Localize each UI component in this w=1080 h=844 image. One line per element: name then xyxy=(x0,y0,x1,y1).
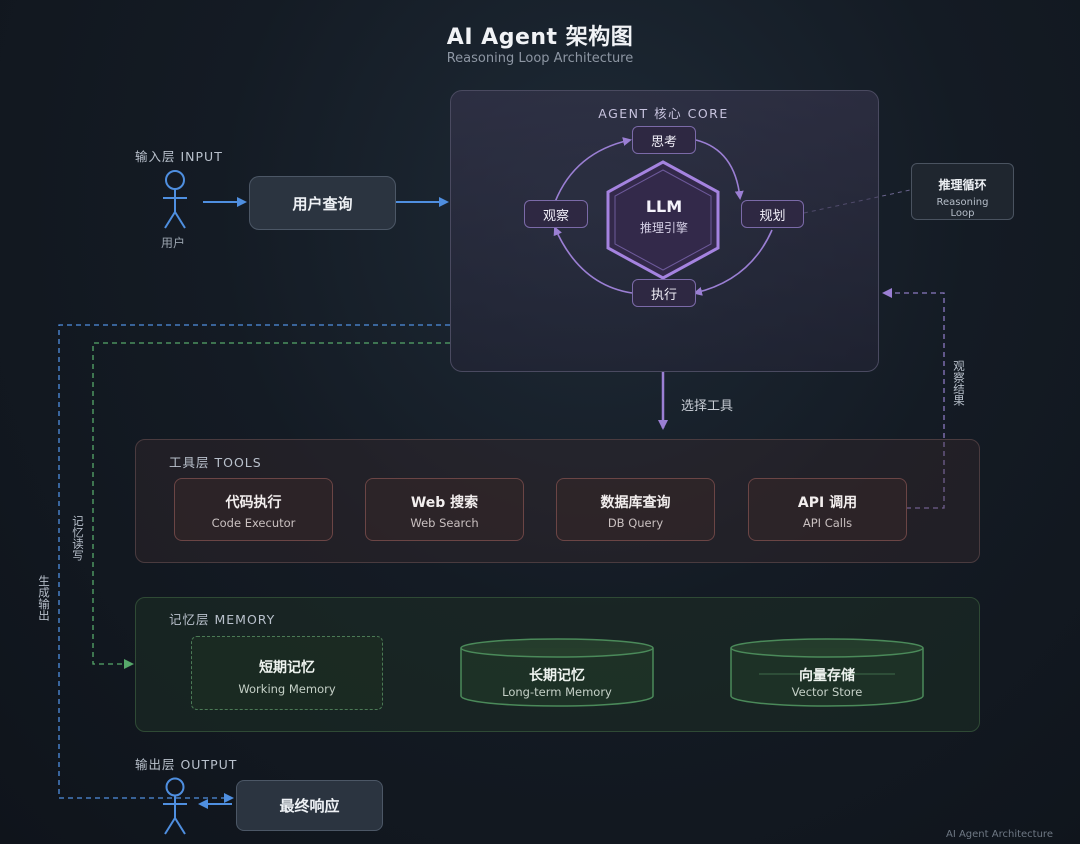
reasoning-loop-subtitle-1: Reasoning xyxy=(936,197,989,208)
edge-observe-result xyxy=(882,288,945,509)
reasoning-loop-title: 推理循环 xyxy=(938,178,987,192)
memory-title: 向量存储 xyxy=(799,668,855,684)
memory-working: 短期记忆 Working Memory xyxy=(191,636,383,710)
user-label: 用户 xyxy=(161,236,186,250)
tool-title: 代码执行 xyxy=(225,495,282,511)
memory-subtitle: Long-term Memory xyxy=(502,685,612,699)
tool-code-executor: 代码执行 Code Executor xyxy=(174,478,333,541)
memory-subtitle: Working Memory xyxy=(238,682,336,696)
memory-title: 长期记忆 xyxy=(529,668,585,684)
loop-node-act: 执行 xyxy=(632,279,696,307)
select-tool-label: 选择工具 xyxy=(681,399,734,414)
database-cylinder-icon xyxy=(460,638,654,707)
edge-memory-rw xyxy=(92,342,450,669)
footer-label: AI Agent Architecture xyxy=(946,829,1053,840)
generate-output-label: 生成输出 xyxy=(37,575,51,621)
reasoning-loop-subtitle-2: Loop xyxy=(950,208,975,219)
llm-hexagon-icon xyxy=(606,160,720,280)
loop-node-observe: 观察 xyxy=(524,200,588,228)
vector-store-cylinder-icon xyxy=(730,638,924,707)
tools-layer-label: 工具层 TOOLS xyxy=(169,455,262,470)
tool-subtitle: API Calls xyxy=(802,516,853,530)
input-layer-label: 输入层 INPUT xyxy=(135,149,223,164)
user-query-box: 用户查询 xyxy=(249,176,396,230)
tool-subtitle: Code Executor xyxy=(211,516,296,530)
memory-rw-label: 记忆读写 xyxy=(71,515,85,561)
output-user-icon xyxy=(163,777,187,835)
final-response-box: 最终响应 xyxy=(236,780,383,831)
reasoning-loop-arcs xyxy=(553,137,773,296)
loop-node-plan: 规划 xyxy=(741,200,804,228)
observe-result-label: 观察结果 xyxy=(952,360,966,406)
tool-title: API 调用 xyxy=(797,495,858,511)
tool-subtitle: DB Query xyxy=(607,516,664,530)
user-icon xyxy=(163,170,187,229)
agent-core-label: AGENT 核心 CORE xyxy=(598,106,729,121)
tool-db-query: 数据库查询 DB Query xyxy=(556,478,715,541)
tool-title: Web 搜索 xyxy=(410,495,479,511)
tool-api-calls: API 调用 API Calls xyxy=(748,478,907,541)
output-layer-label: 输出层 OUTPUT xyxy=(135,757,238,772)
page-subtitle: Reasoning Loop Architecture xyxy=(446,51,634,66)
reasoning-loop-box: 推理循环 Reasoning Loop xyxy=(911,163,1014,220)
page-title: AI Agent 架构图 xyxy=(446,25,634,50)
memory-subtitle: Vector Store xyxy=(791,685,863,699)
loop-node-think: 思考 xyxy=(632,126,696,154)
llm-subtitle: 推理引擎 xyxy=(639,221,688,235)
tool-web-search: Web 搜索 Web Search xyxy=(365,478,524,541)
tool-subtitle: Web Search xyxy=(410,516,479,530)
tool-title: 数据库查询 xyxy=(600,495,671,511)
llm-title: LLM xyxy=(645,197,683,216)
memory-layer-label: 记忆层 MEMORY xyxy=(169,612,276,627)
memory-title: 短期记忆 xyxy=(259,660,315,676)
